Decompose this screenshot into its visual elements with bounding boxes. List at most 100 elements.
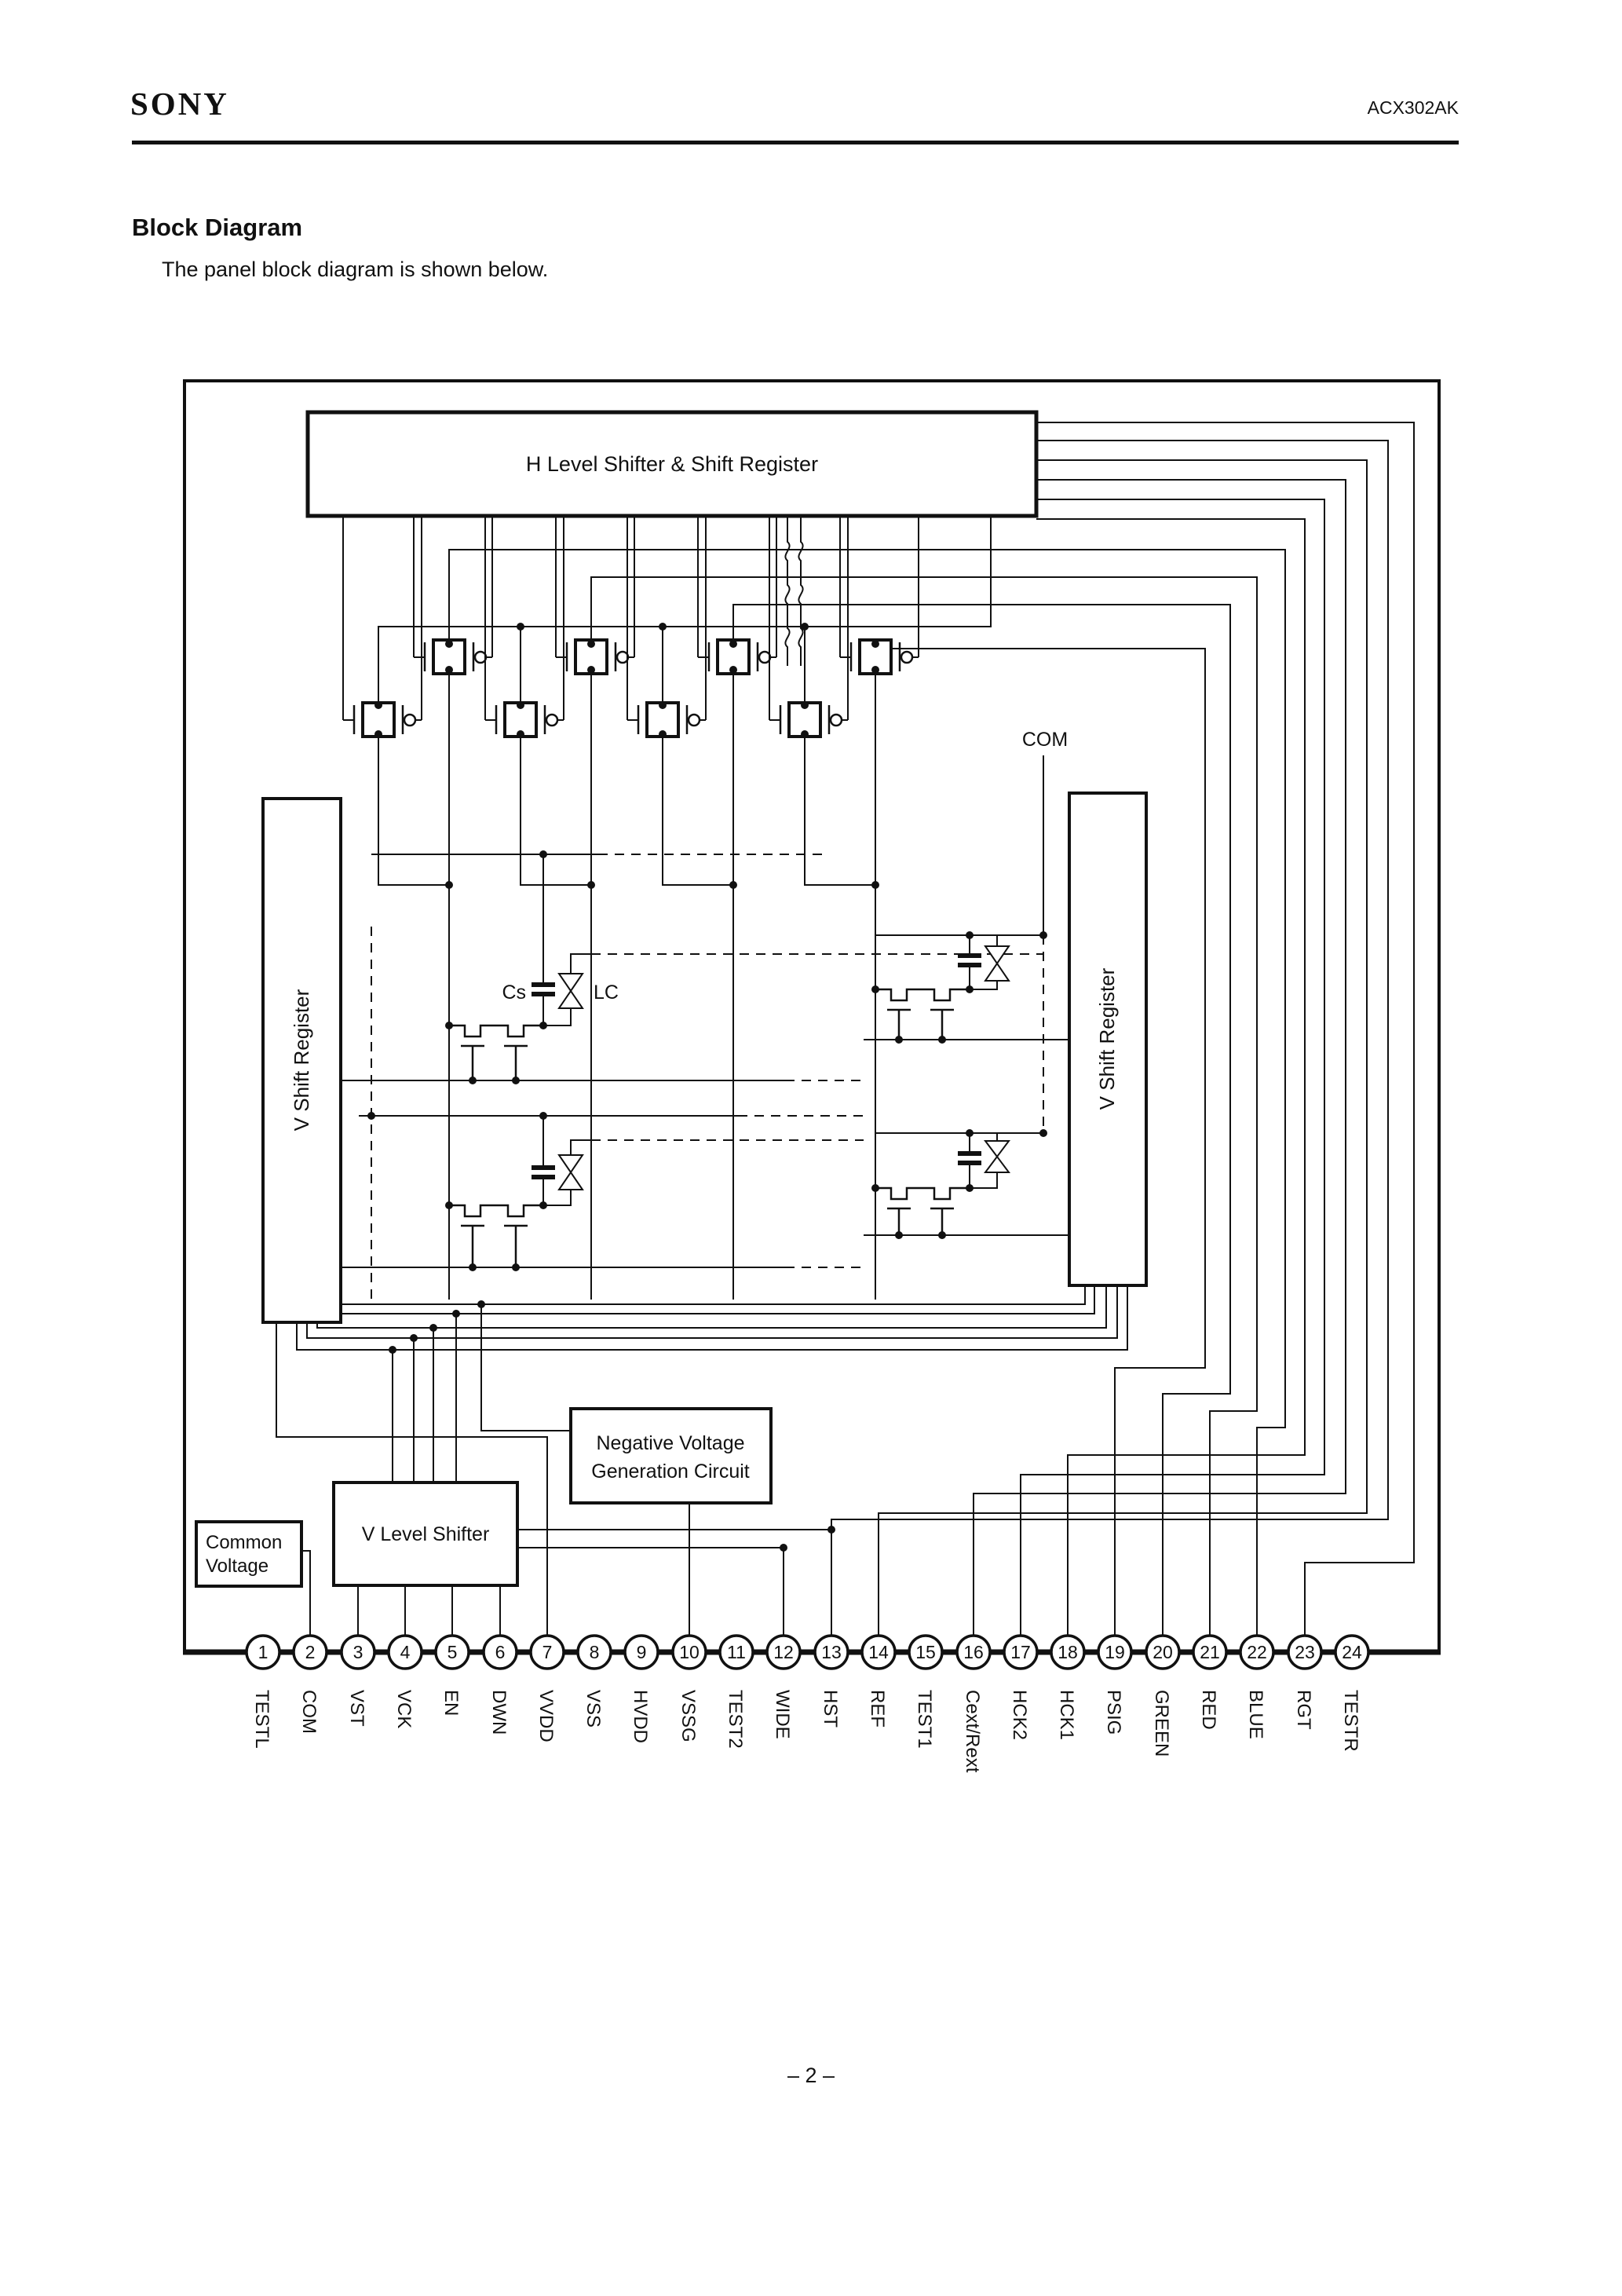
pin-label: RED (1198, 1690, 1219, 1730)
com-label: COM (1022, 729, 1068, 751)
v-shift-register-left-box (261, 797, 342, 1324)
h-routing-lines (831, 422, 1415, 1636)
pin-label: COM (298, 1690, 320, 1734)
v-shift-register-right-label: V Shift Register (1095, 967, 1119, 1110)
row-lines (341, 854, 1069, 1268)
cs-label: Cs (502, 982, 526, 1004)
pin-label: RGT (1293, 1690, 1314, 1730)
pin-number: 3 (353, 1642, 363, 1662)
pin-label: TEST1 (914, 1690, 935, 1749)
negative-voltage-line1: Negative Voltage (596, 1432, 744, 1454)
junction-dots (367, 623, 1047, 1552)
pin-label: VSSG (678, 1690, 699, 1742)
negative-voltage-line2: Generation Circuit (591, 1461, 750, 1483)
common-voltage-box (195, 1520, 303, 1588)
h-level-shifter-box (305, 410, 1039, 518)
pin-label: VST (346, 1690, 367, 1727)
part-number: ACX302AK (1367, 97, 1459, 118)
pin-5: 5EN (434, 1634, 470, 1716)
v-level-shifter-box (332, 1481, 519, 1587)
pin-number: 7 (542, 1642, 553, 1662)
v-level-shifter-label: V Level Shifter (362, 1523, 490, 1545)
pin-label: REF (867, 1690, 888, 1727)
pin-label: EN (440, 1690, 462, 1716)
pin-label: VVDD (535, 1690, 557, 1742)
pin-number: 9 (637, 1642, 647, 1662)
column-lines (448, 671, 876, 1300)
pin-number: 24 (1342, 1642, 1362, 1662)
page-number: – 2 – (787, 2064, 835, 2087)
diagram-border (183, 379, 1441, 1652)
pin-number: 22 (1247, 1642, 1267, 1662)
common-voltage-line1: Common (206, 1532, 282, 1553)
page-subtitle: The panel block diagram is shown below. (162, 258, 549, 281)
pin-number: 17 (1010, 1642, 1031, 1662)
pin-number: 16 (963, 1642, 984, 1662)
pin-label: VCK (393, 1690, 415, 1728)
h-level-shifter-label: H Level Shifter & Shift Register (526, 452, 818, 476)
pin-number: 20 (1153, 1642, 1173, 1662)
pin-label: HCK2 (1009, 1690, 1030, 1740)
lc-label: LC (594, 982, 619, 1004)
pixel-cell-top-right (875, 935, 1010, 1040)
pin-label: Cext/Rext (962, 1690, 983, 1773)
page-title: Block Diagram (132, 214, 303, 241)
pin-label: DWN (488, 1690, 510, 1735)
pin-number: 23 (1295, 1642, 1315, 1662)
pin-number: 14 (868, 1642, 889, 1662)
pin-number: 13 (821, 1642, 842, 1662)
pin-number: 11 (727, 1642, 746, 1662)
pin-number: 15 (915, 1642, 936, 1662)
pin-number: 21 (1200, 1642, 1220, 1662)
pin-number: 6 (495, 1642, 506, 1662)
pin-number: 19 (1105, 1642, 1125, 1662)
pin-label: TEST2 (725, 1690, 746, 1749)
pin-label: HST (820, 1690, 841, 1727)
pin-label: HVDD (630, 1690, 651, 1743)
pin-number: 4 (400, 1642, 411, 1662)
v-shift-register-left-label: V Shift Register (290, 989, 313, 1131)
pin-label: WIDE (772, 1690, 793, 1739)
pin-number: 2 (305, 1642, 316, 1662)
pin-stubs (301, 1503, 831, 1636)
negative-voltage-box (569, 1407, 773, 1504)
v-shift-register-right-box (1068, 792, 1148, 1287)
pin-label: TESTR (1340, 1690, 1361, 1752)
pin-number: 1 (258, 1642, 269, 1662)
pixel-cell-top-left: Cs LC (449, 854, 619, 1080)
pin-number: 10 (679, 1642, 700, 1662)
precharge-bus (378, 516, 992, 886)
pin-number: 8 (590, 1642, 600, 1662)
pin-number: 12 (773, 1642, 794, 1662)
break-squiggles (784, 516, 804, 666)
sony-logo: SONY (130, 86, 229, 122)
pixel-cell-bottom-right (875, 1133, 1010, 1235)
pin-label: BLUE (1245, 1690, 1266, 1739)
pin-label: VSS (583, 1690, 604, 1727)
common-voltage-line2: Voltage (206, 1556, 269, 1577)
v-control-bus (276, 1285, 1128, 1636)
pin-label: GREEN (1151, 1690, 1172, 1757)
pin-label: HCK1 (1056, 1690, 1077, 1740)
